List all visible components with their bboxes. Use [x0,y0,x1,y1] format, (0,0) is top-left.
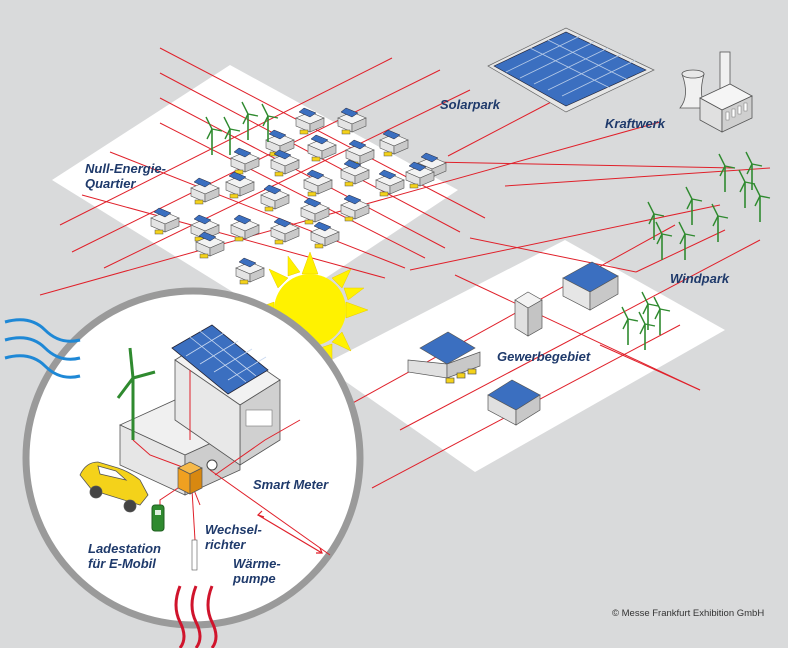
label-gewerbegebiet: Gewerbegebiet [497,349,591,364]
electric-car [79,461,149,513]
water-waves-icon [4,318,81,379]
copyright-notice: © Messe Frankfurt Exhibition GmbH [612,608,765,619]
detail-turbine [116,347,156,440]
label-quartier: Null-Energie- Quartier [85,161,166,191]
label-waermepumpe: Wärme- pumpe [233,556,281,586]
quartier-platform [52,65,458,315]
label-wechselrichter: Wechsel- richter [205,522,262,552]
power-grid-lines [39,47,771,489]
charging-station [151,504,165,532]
heat-waves-icon [174,585,218,648]
solarpark-illustration [487,27,655,113]
gewerbe-platform [322,240,725,472]
heat-pump-pipe [191,539,198,571]
label-windpark: Windpark [670,271,730,286]
label-solarpark: Solarpark [440,97,500,112]
smart-meter-icon [206,459,218,471]
grid-connection-arrow [256,510,323,554]
kraftwerk-illustration [679,51,753,133]
label-kraftwerk: Kraftwerk [605,116,665,131]
inverter-box [177,461,203,495]
label-smart-meter: Smart Meter [253,477,329,492]
gewerbegebiet-buildings [407,261,619,426]
windpark-turbines [647,151,771,261]
label-ladestation: Ladestation für E-Mobil [88,541,161,571]
